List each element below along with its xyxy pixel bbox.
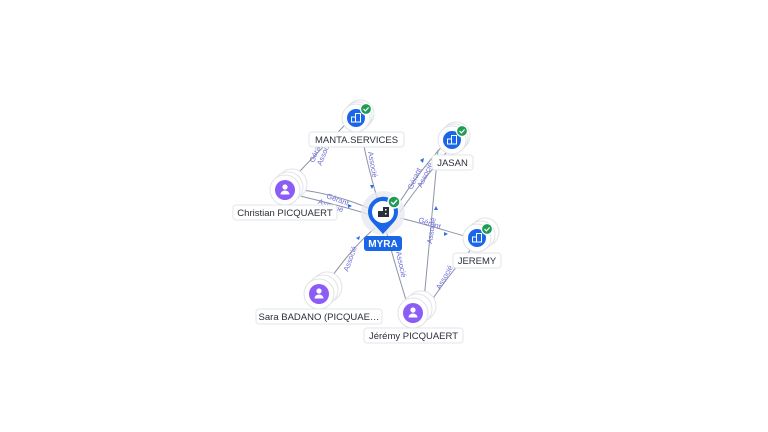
- edge-arrow-icon: [348, 204, 352, 208]
- edge-arrow-icon: [370, 185, 374, 189]
- edge-label-jeremyp-jeremyco: Associé: [434, 264, 455, 291]
- node-label-jasan: JASAN: [437, 158, 468, 169]
- edge-arrow-icon: [444, 232, 448, 236]
- edge-label-sara-main: Associé: [341, 245, 358, 273]
- node-circle: [275, 180, 295, 200]
- node-main[interactable]: MYRA: [361, 191, 405, 251]
- edge-label-jeremyp-jasan: Associé: [425, 217, 438, 244]
- verified-badge-icon: [455, 124, 469, 138]
- node-label-jeremy-person: Jérémy PICQUAERT: [369, 331, 458, 342]
- person-icon: [314, 288, 324, 299]
- edge-arrow-icon: [434, 206, 438, 210]
- edge-arrow-icon: [356, 236, 360, 240]
- node-sara[interactable]: Sara BADANO (PICQUAE…: [255, 271, 383, 325]
- verified-badge-icon: [480, 222, 494, 236]
- node-label-bg: [255, 308, 383, 325]
- edge-arrow-icon: [420, 158, 424, 163]
- node-manta[interactable]: MANTA.SERVICES: [308, 99, 405, 148]
- node-label-christian: Christian PICQUAERT: [237, 208, 333, 219]
- node-jeremy-person[interactable]: Jérémy PICQUAERT: [363, 290, 464, 344]
- node-christian[interactable]: Christian PICQUAERT: [232, 168, 338, 221]
- node-label-manta: MANTA.SERVICES: [315, 135, 398, 146]
- node-jeremy-company[interactable]: JEREMY: [452, 217, 502, 269]
- building-icon: [447, 135, 457, 145]
- node-label-jeremy-company: JEREMY: [458, 256, 497, 267]
- person-icon: [408, 307, 418, 318]
- node-label-bg: [232, 204, 338, 221]
- building-icon: [351, 113, 361, 123]
- edge-label-manta-main: Associé: [366, 151, 379, 178]
- verified-badge-icon: [359, 102, 373, 116]
- building-icon: [472, 233, 482, 243]
- edge-label-main-jasan: Gérant Associé: [406, 158, 435, 194]
- edge-label-jeremyp-main: Associé: [394, 251, 408, 279]
- node-label-bg: [431, 154, 474, 171]
- node-circle: [403, 303, 423, 323]
- person-icon: [280, 184, 290, 195]
- building-icon: [378, 207, 389, 217]
- node-label-bg: [308, 131, 405, 148]
- node-label-sara: Sara BADANO (PICQUAE…: [259, 312, 380, 323]
- node-label-bg: [363, 327, 464, 344]
- node-label-bg: [452, 252, 502, 269]
- verified-badge-icon: [387, 195, 401, 209]
- node-jasan[interactable]: JASAN: [431, 121, 474, 171]
- node-label-bg: [364, 236, 402, 251]
- node-label-main: MYRA: [368, 239, 397, 250]
- node-circle: [309, 284, 329, 304]
